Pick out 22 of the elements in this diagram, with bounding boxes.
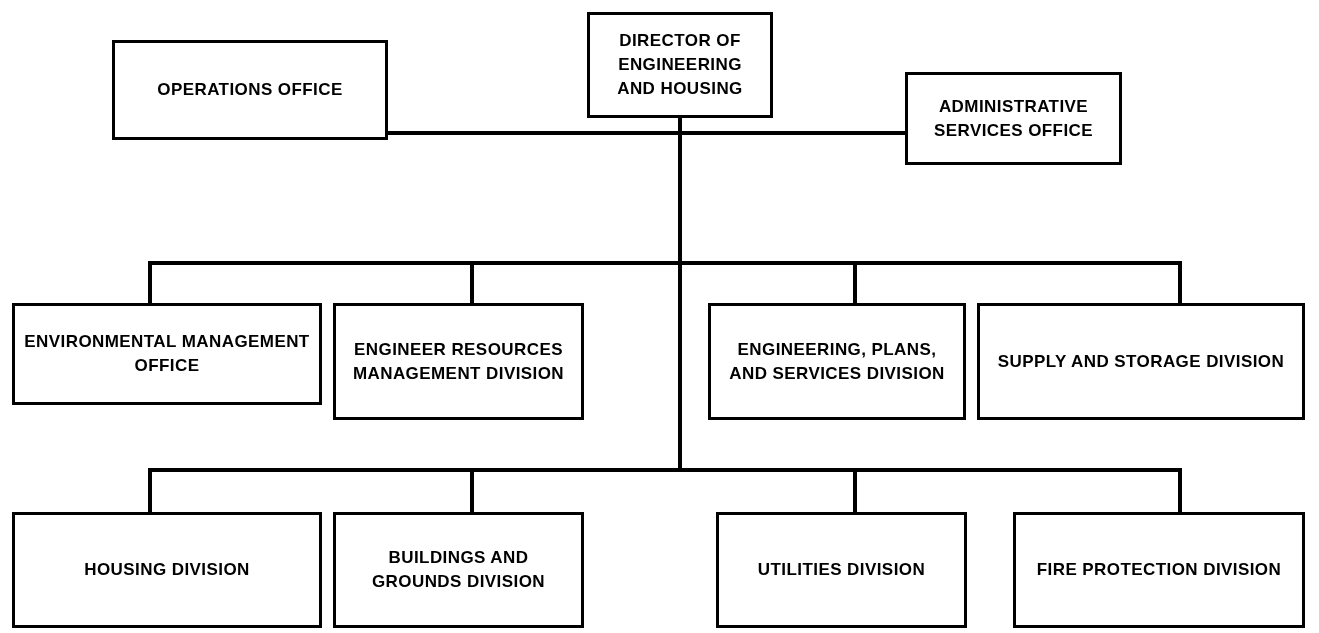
org-box — [708, 303, 966, 420]
box-label: ENGINEERING, PLANS, AND SERVICES DIVISION — [728, 338, 946, 385]
box-label: UTILITIES DIVISION — [757, 559, 926, 581]
org-box — [333, 512, 584, 628]
box-label: ENGINEER RESOURCES MANAGEMENT DIVISION — [351, 338, 566, 385]
org-box — [587, 12, 773, 118]
org-box — [1013, 512, 1305, 628]
org-box — [12, 303, 322, 405]
org-box — [716, 512, 967, 628]
org-box — [977, 303, 1305, 420]
box-label: ADMINISTRATIVE SERVICES OFFICE — [932, 95, 1095, 142]
box-label: SUPPLY AND STORAGE DIVISION — [997, 350, 1285, 373]
org-box — [905, 72, 1122, 165]
box-label: FIRE PROTECTION DIVISION — [1036, 559, 1282, 581]
org-box — [112, 40, 388, 140]
box-label: BUILDINGS AND GROUNDS DIVISION — [370, 547, 546, 593]
box-label: OPERATIONS OFFICE — [157, 79, 343, 101]
box-label: DIRECTOR OF ENGINEERING AND HOUSING — [616, 30, 744, 100]
box-label: ENVIRONMENTAL MANAGEMENT OFFICE — [23, 331, 311, 377]
org-box — [12, 512, 322, 628]
org-box — [333, 303, 584, 420]
box-label: HOUSING DIVISION — [84, 559, 250, 581]
